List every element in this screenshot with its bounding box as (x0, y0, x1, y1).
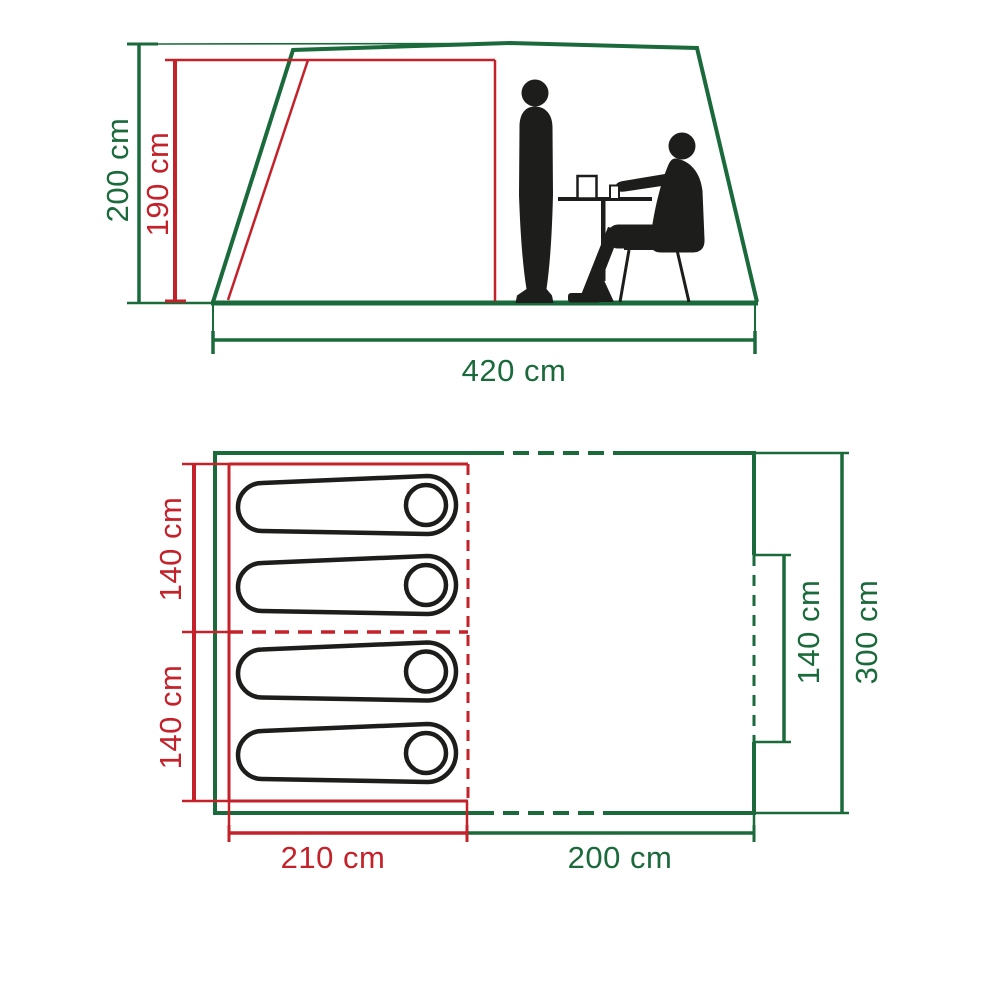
side-view-red-lines (165, 58, 497, 303)
carton-icon (576, 174, 598, 200)
sleeping-bag-body (235, 721, 459, 785)
tent-side-outline (211, 40, 759, 303)
pillow-icon (403, 482, 449, 528)
seated-person-foot (568, 293, 601, 303)
chair-rear-leg (675, 249, 691, 303)
side-view-figures (515, 79, 705, 303)
standing-person-head (521, 79, 549, 107)
sleeping-bag-body (235, 640, 459, 703)
cup-icon (609, 184, 620, 200)
pillow-icon (403, 730, 449, 776)
seated-person-thigh (608, 224, 664, 249)
living-area-width-label: 200 cm (568, 840, 673, 875)
table-top (558, 197, 652, 201)
total-depth-label: 300 cm (849, 580, 884, 685)
sleeping-bag-icon (235, 553, 459, 617)
sleeping-bag-body (235, 473, 459, 537)
sleeping-bag-body (235, 553, 459, 617)
side-view-green-lines (127, 40, 759, 354)
bedroom-depth-top-label: 140 cm (153, 497, 188, 602)
chair-front-leg (618, 249, 631, 303)
sleeping-bags (235, 473, 459, 785)
chair-back (678, 186, 696, 250)
pillow-icon (403, 562, 449, 608)
floorplan-red-lines (182, 462, 470, 842)
sleeping-bag-icon (235, 640, 459, 703)
tent-width-label: 420 cm (462, 353, 567, 388)
door-width-label: 140 cm (791, 580, 826, 685)
inner-tent-slant-line (226, 59, 310, 301)
sleeping-bag-icon (235, 721, 459, 785)
pillow-icon (403, 649, 449, 694)
inner-height-label: 190 cm (140, 132, 175, 237)
seated-person-arm (615, 171, 679, 192)
standing-person-icon (515, 106, 554, 303)
seated-person-head (668, 132, 696, 160)
outer-height-label: 200 cm (100, 118, 135, 223)
seated-person-shin (581, 227, 621, 299)
bedroom-depth-bottom-label: 140 cm (153, 665, 188, 770)
sleeping-bag-icon (235, 473, 459, 537)
tableware-icons (576, 174, 620, 200)
chair-icon (618, 186, 696, 303)
bedroom-width-label: 210 cm (281, 840, 386, 875)
